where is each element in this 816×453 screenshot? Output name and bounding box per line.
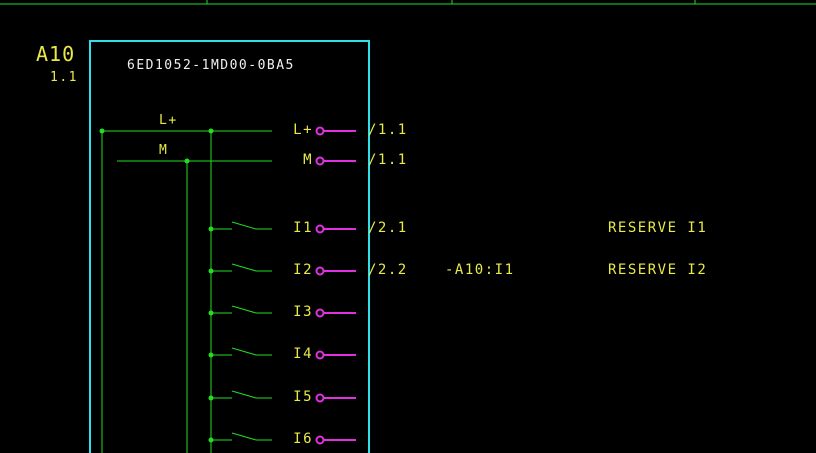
- terminal-label-l: L+: [293, 122, 313, 138]
- sheet-border: [0, 0, 816, 5]
- input-contact-i2: [208, 263, 272, 274]
- terminal-label-i2: I2: [293, 262, 313, 278]
- terminal-label-i3: I3: [293, 304, 313, 320]
- terminal-i6[interactable]: [315, 435, 357, 445]
- device-tag: A10: [36, 42, 76, 66]
- terminal-i1[interactable]: [315, 224, 357, 234]
- page-ref-i2: /2.2: [368, 262, 408, 278]
- terminal-i3[interactable]: [315, 308, 357, 318]
- input-contact-i6: [208, 432, 272, 443]
- terminal-label-i6: I6: [293, 431, 313, 447]
- terminal-l[interactable]: [315, 126, 357, 136]
- page-ref-l: /1.1: [368, 122, 408, 138]
- device-box[interactable]: [89, 40, 370, 453]
- input-contact-i1: [208, 221, 272, 232]
- terminal-label-i1: I1: [293, 220, 313, 236]
- input-contact-i3: [208, 305, 272, 316]
- m-rail-label: M: [159, 143, 169, 158]
- m-rail: [117, 158, 272, 453]
- input-contact-i5: [208, 390, 272, 401]
- page-ref-m: /1.1: [368, 152, 408, 168]
- device-sheet-ref: 1.1: [50, 70, 78, 85]
- terminal-label-m: M: [303, 152, 313, 168]
- terminal-m[interactable]: [315, 156, 357, 166]
- terminal-i2[interactable]: [315, 266, 357, 276]
- lplus-rail-label: L+: [159, 113, 178, 128]
- terminal-label-i5: I5: [293, 389, 313, 405]
- terminal-i4[interactable]: [315, 350, 357, 360]
- page-ref-i1: /2.1: [368, 220, 408, 236]
- terminal-i5[interactable]: [315, 393, 357, 403]
- terminal-label-i4: I4: [293, 346, 313, 362]
- cross-ref-i2: -A10:I1: [445, 262, 515, 278]
- input-contact-i4: [208, 347, 272, 358]
- terminal-comment-i1: RESERVE I1: [608, 220, 708, 236]
- input-common-bus: [208, 128, 214, 453]
- device-part-number: 6ED1052-1MD00-0BA5: [127, 58, 295, 73]
- terminal-comment-i2: RESERVE I2: [608, 262, 708, 278]
- lplus-rail: [99, 128, 272, 453]
